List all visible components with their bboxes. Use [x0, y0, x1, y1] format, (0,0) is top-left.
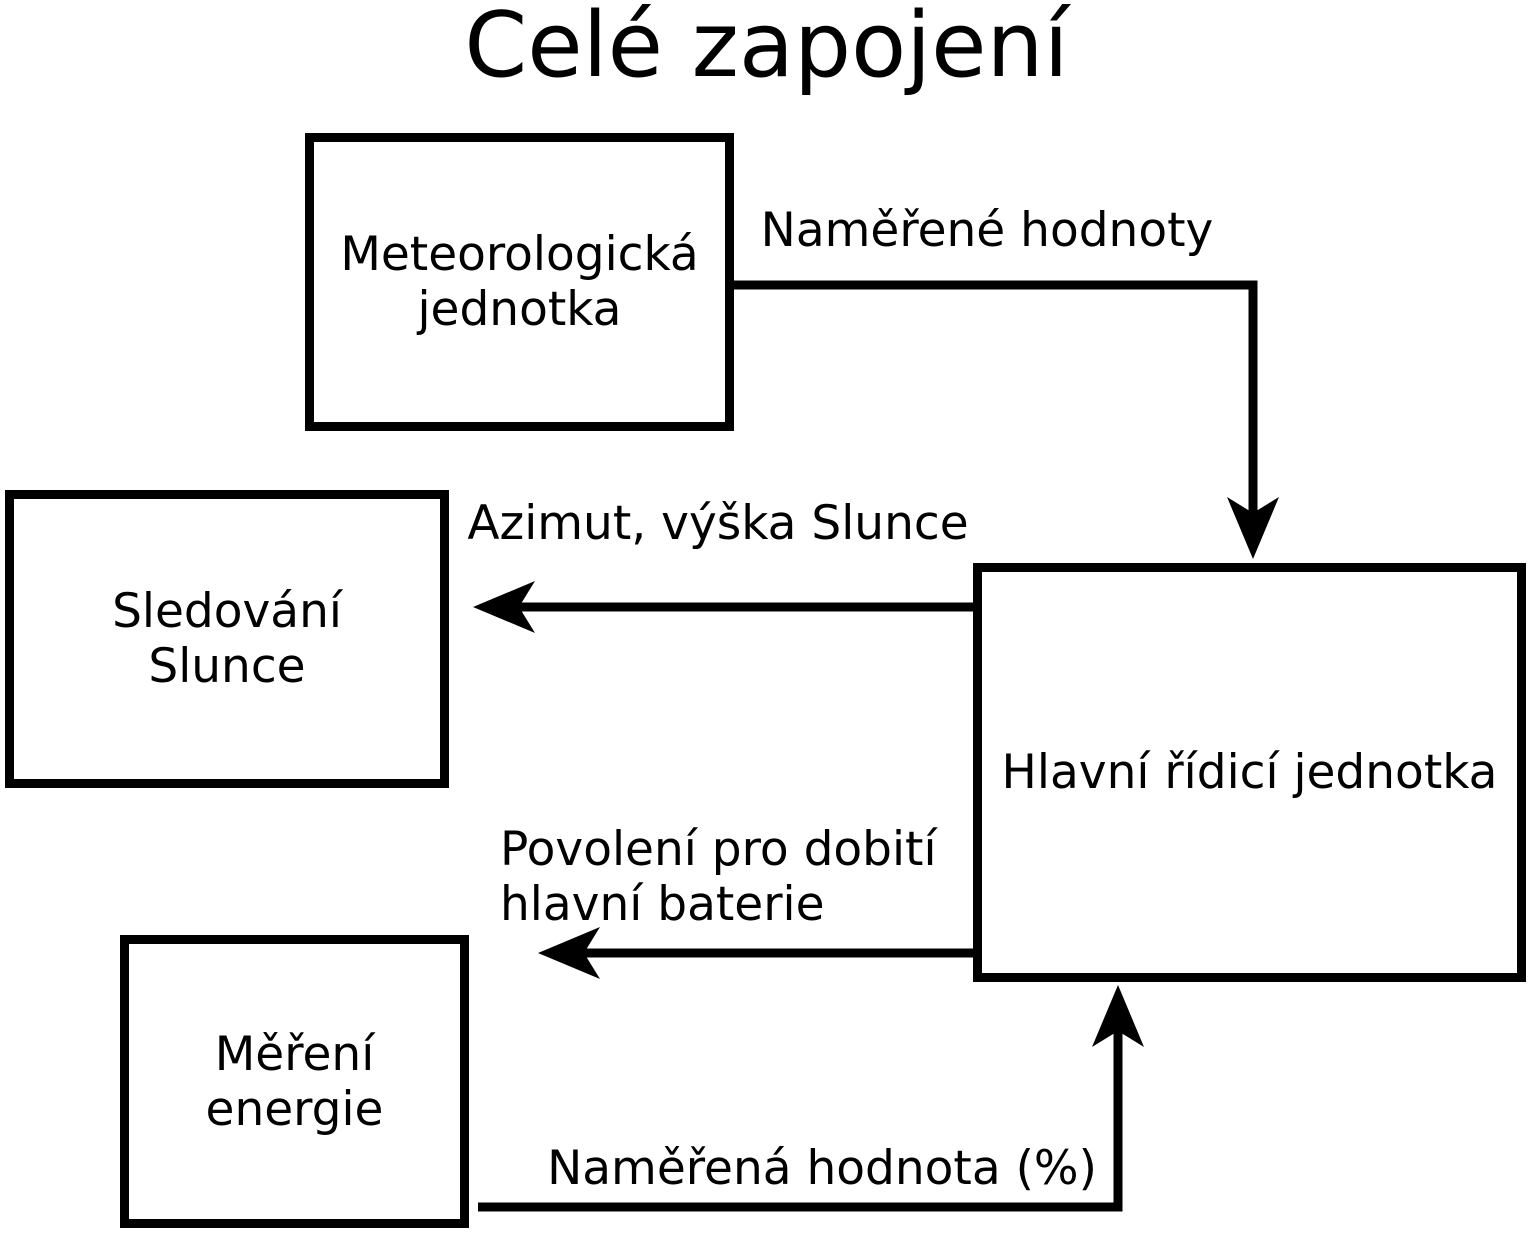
- node-energy-measurement: Měření energie: [120, 935, 469, 1228]
- node-meteorological-unit-label: Meteorologická jednotka: [340, 227, 699, 337]
- node-sun-tracking: Sledování Slunce: [5, 490, 449, 788]
- arrowhead-left-icon: [473, 581, 535, 633]
- node-energy-measurement-label: Měření energie: [205, 1026, 384, 1137]
- node-sun-tracking-label: Sledování Slunce: [112, 584, 342, 694]
- arrowhead-up-icon: [1092, 985, 1144, 1047]
- node-meteorological-unit: Meteorologická jednotka: [305, 133, 734, 431]
- node-main-control-unit-label: Hlavní řídicí jednotka: [1001, 745, 1498, 800]
- edge-label-measured-values: Naměřené hodnoty: [760, 203, 1214, 258]
- connector-measured-values-line: [734, 280, 1258, 516]
- arrowhead-left-icon: [538, 927, 600, 979]
- edge-label-charge-permission: Povolení pro dobití hlavní baterie: [500, 822, 937, 932]
- node-main-control-unit: Hlavní řídicí jednotka: [973, 563, 1526, 982]
- arrowhead-down-icon: [1227, 497, 1279, 559]
- edge-label-azimuth-sun-height: Azimut, výška Slunce: [467, 496, 969, 551]
- diagram-title: Celé zapojení: [464, 0, 1069, 98]
- edge-label-measured-percent: Naměřená hodnota (%): [547, 1141, 1097, 1196]
